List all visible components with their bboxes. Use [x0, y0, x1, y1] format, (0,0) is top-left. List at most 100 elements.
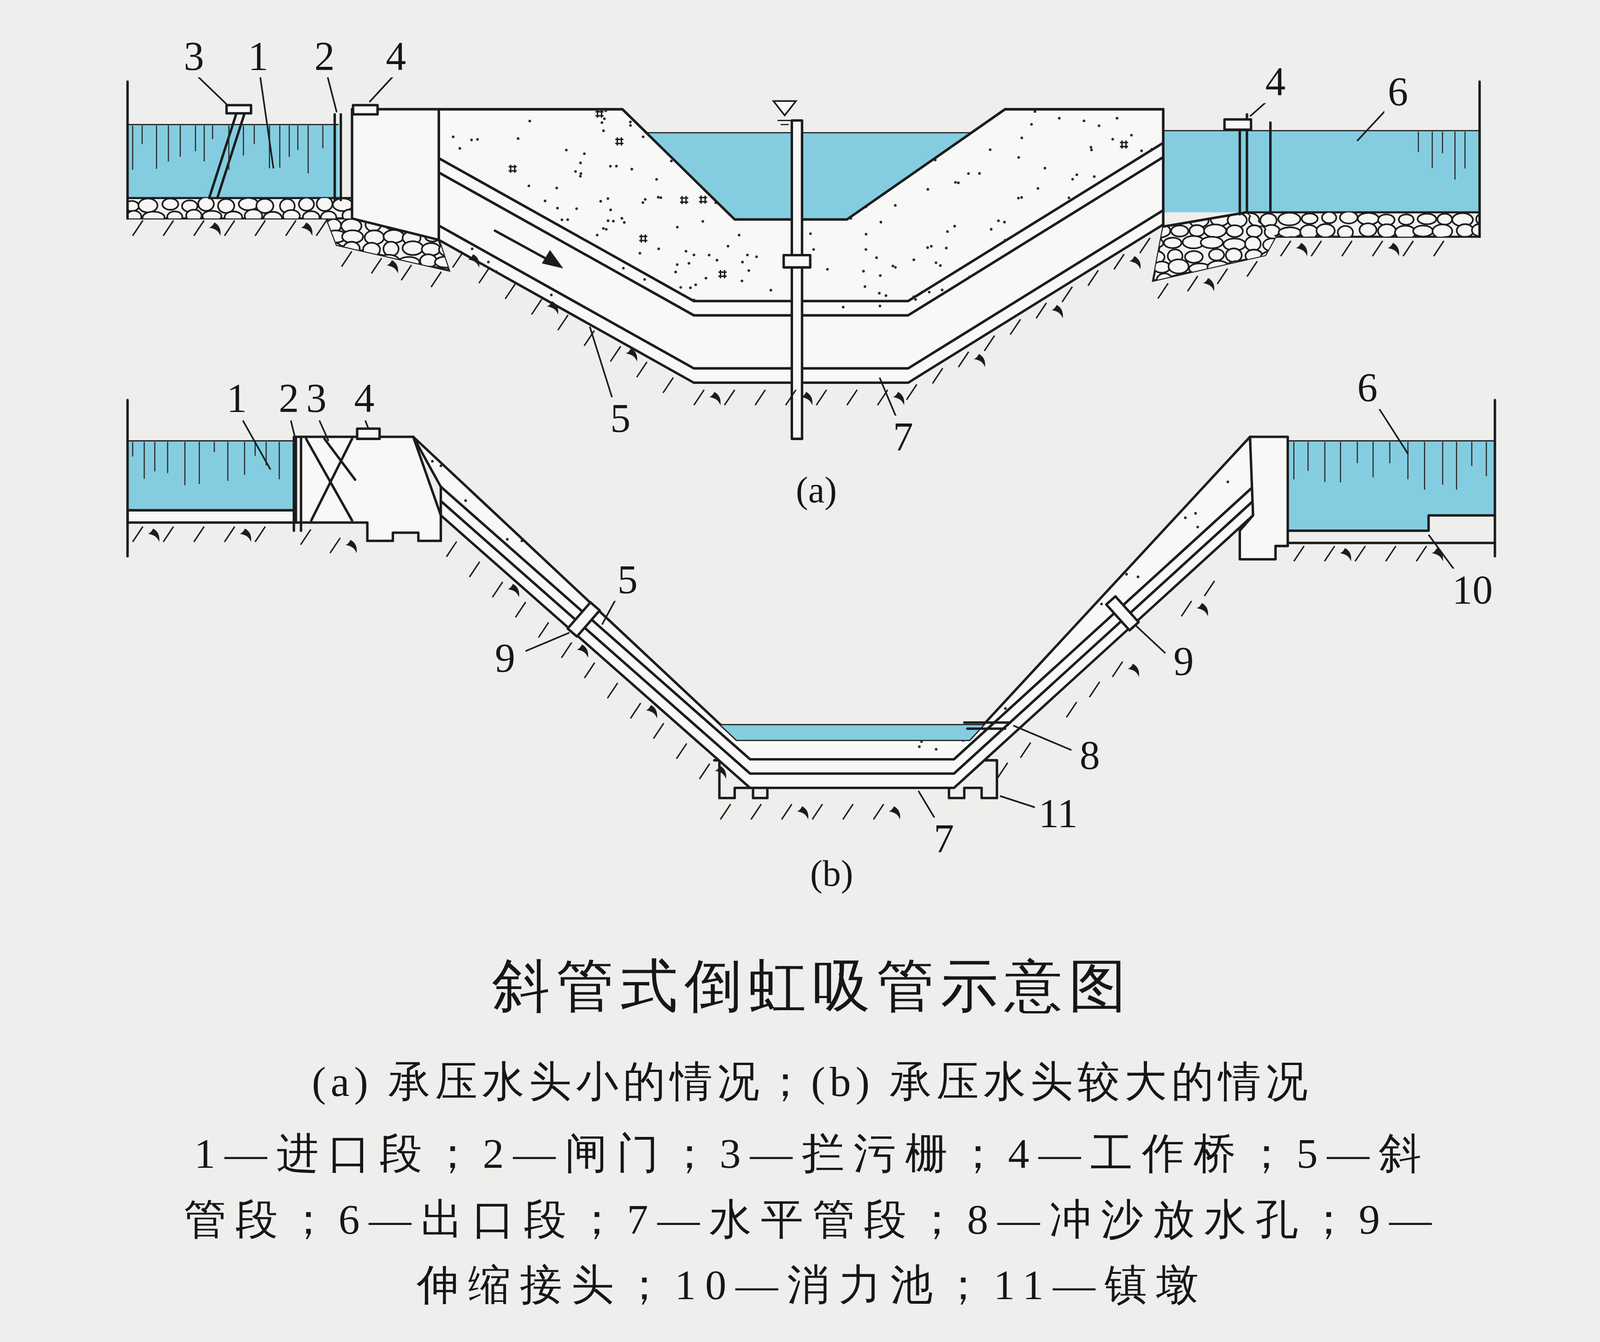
leader-line — [1134, 624, 1165, 653]
concrete-dot — [1077, 218, 1081, 222]
concrete-dot — [1058, 117, 1061, 120]
concrete-dot — [1088, 247, 1091, 251]
concrete-dot — [857, 288, 861, 291]
concrete-dot — [575, 254, 578, 258]
water-level-symbol — [773, 100, 796, 116]
concrete-dot — [550, 293, 553, 297]
concrete-dot — [926, 188, 930, 191]
stone — [1316, 223, 1336, 238]
concrete-dot — [1092, 263, 1096, 267]
stone — [1278, 227, 1302, 238]
hatch-line — [132, 220, 143, 236]
stone — [1337, 225, 1353, 239]
concrete-dot — [516, 623, 519, 626]
stone — [1246, 225, 1262, 238]
earth-symbol — [1202, 277, 1215, 292]
hatch-line — [584, 662, 595, 678]
water-tick — [132, 125, 134, 170]
hatch-line — [255, 220, 266, 236]
stone — [1253, 274, 1269, 289]
earth-symbol — [1387, 242, 1400, 257]
concrete-dot — [999, 546, 1003, 550]
hatch-line — [751, 804, 762, 820]
concrete-dot — [674, 209, 677, 212]
work-bridge — [357, 428, 380, 439]
hatch-line — [1247, 261, 1258, 277]
stone — [1340, 211, 1358, 224]
ground-line — [352, 109, 1164, 220]
concrete-dot — [464, 192, 468, 195]
concrete-dot — [1010, 537, 1013, 541]
concrete-dot — [494, 270, 498, 273]
concrete-dot — [1134, 219, 1138, 223]
hatch-line — [1341, 241, 1353, 257]
aggregate-mark — [803, 545, 812, 554]
hatch-line — [492, 582, 503, 598]
concrete-dot — [841, 292, 844, 296]
concrete-dot — [671, 670, 675, 674]
concrete-dot — [629, 120, 632, 124]
concrete-dot — [826, 267, 830, 271]
concrete-dot — [1141, 217, 1144, 221]
concrete-dot — [1047, 257, 1050, 261]
water-tick — [297, 125, 299, 150]
water-tick — [1417, 131, 1419, 153]
concrete-dot — [1057, 230, 1061, 234]
concrete-dot — [503, 289, 506, 293]
water-tick — [228, 125, 230, 170]
hatch-line — [561, 642, 572, 658]
stone — [1398, 214, 1414, 225]
concrete-dot — [920, 740, 924, 743]
concrete-dot — [630, 167, 634, 171]
hatch-line — [816, 389, 827, 406]
concrete-dot — [616, 229, 619, 233]
concrete-dot — [470, 358, 474, 362]
callout-number: 1 — [244, 35, 272, 78]
stone-riprap — [1152, 212, 1276, 281]
concrete-dot — [1013, 238, 1017, 242]
concrete-dot — [954, 287, 958, 291]
concrete-dot — [999, 462, 1003, 466]
concrete-dot — [884, 708, 888, 712]
concrete-dot — [1097, 124, 1101, 128]
concrete-dot — [976, 576, 980, 580]
concrete-dot — [520, 539, 524, 543]
concrete-dot — [917, 745, 921, 748]
concrete-dot — [737, 233, 741, 237]
concrete-dot — [1196, 525, 1200, 529]
stone — [1264, 225, 1283, 239]
concrete-dot — [421, 482, 425, 485]
figure-title: 斜管式倒虹吸管示意图 — [488, 956, 1137, 1018]
concrete-dot — [1119, 298, 1123, 301]
concrete-dot — [984, 757, 988, 761]
concrete-dot — [1062, 589, 1065, 593]
concrete-dot — [894, 204, 897, 207]
hatch-line — [1112, 661, 1123, 677]
stone — [360, 256, 379, 270]
concrete-dot — [476, 138, 479, 142]
callout-number: 7 — [889, 415, 918, 459]
aggregate-mark — [639, 234, 648, 243]
concrete-dot — [733, 242, 736, 246]
hatch-line — [653, 723, 664, 739]
hatch-line — [1187, 276, 1198, 292]
concrete-dot — [1088, 328, 1091, 332]
hatch-line — [558, 314, 569, 330]
inlet-chamber — [352, 109, 439, 240]
concrete-dot — [574, 281, 578, 285]
figure-b — [127, 400, 1495, 799]
concrete-dot — [915, 511, 918, 514]
figure-a — [124, 81, 1495, 439]
concrete-dot — [923, 325, 927, 329]
concrete-dot — [1028, 547, 1031, 550]
earth-symbol — [709, 391, 721, 406]
stone — [1377, 223, 1396, 238]
concrete-dot — [864, 247, 868, 251]
concrete-dot — [1017, 156, 1021, 159]
trash-rack — [305, 438, 355, 521]
concrete-dot — [1089, 145, 1093, 149]
concrete-dot — [1004, 706, 1007, 710]
stone — [1204, 224, 1227, 238]
aggregate-mark — [1025, 293, 1034, 302]
stone — [263, 211, 283, 225]
